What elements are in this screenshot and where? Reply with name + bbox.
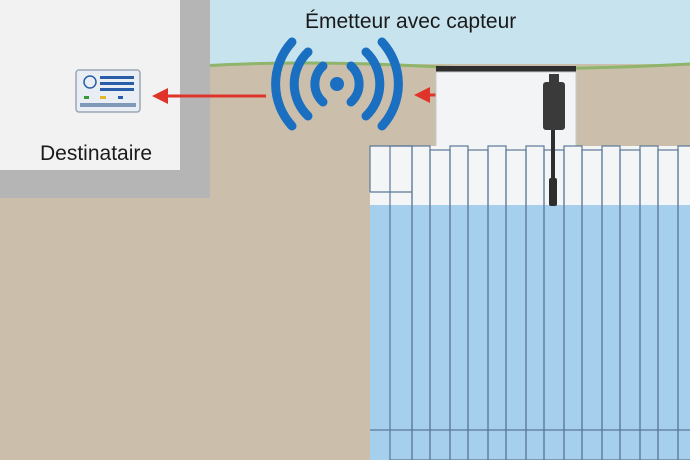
receiver-logo-icon <box>83 75 97 89</box>
grass-line <box>199 61 690 71</box>
arrow-to-receiver <box>152 88 266 104</box>
receiver-label: Destinataire <box>40 142 152 165</box>
tank-ribs <box>369 145 690 460</box>
receiver-device <box>75 69 141 113</box>
sensor-probe-tip <box>549 178 557 206</box>
wireless-signal-icon <box>271 37 403 131</box>
transmitter-label: Émetteur avec capteur <box>305 10 516 33</box>
level-sensor <box>543 74 565 206</box>
tank-water <box>370 205 690 460</box>
sensor-head <box>543 82 565 130</box>
storage-tank <box>369 145 690 460</box>
